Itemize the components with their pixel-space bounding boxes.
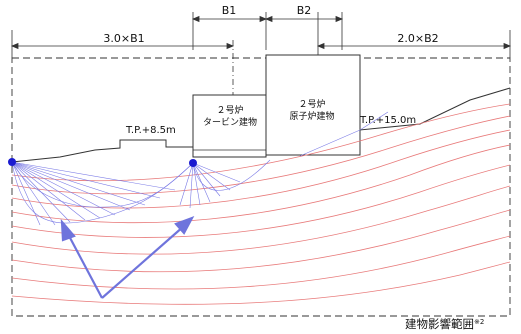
slip-fan-left xyxy=(11,161,194,226)
reactor-building xyxy=(265,54,361,156)
elevation-label-left: T.P.+8.5m xyxy=(125,125,176,136)
footnote: 建物影響範囲※2 xyxy=(405,316,484,332)
slip-fan-right xyxy=(179,111,389,209)
dimension-lines xyxy=(10,12,512,50)
elevation-label-right: T.P.+15.0m xyxy=(359,115,416,126)
pivot-point-right xyxy=(189,159,197,167)
b2-label: B2 xyxy=(297,4,312,17)
reactor-building-label-1: ２号炉 xyxy=(298,98,325,110)
footnote-mark: ※2 xyxy=(474,318,485,326)
reactor-building-label-2: 原子炉建物 xyxy=(289,110,334,122)
turbine-building-label-2: タービン建物 xyxy=(203,116,257,128)
pivot-point-left xyxy=(8,158,16,166)
influence-range-frame xyxy=(11,57,511,317)
right-range-label: 2.0×B2 xyxy=(397,32,438,45)
pointer-arrows xyxy=(60,215,195,299)
turbine-building-label-1: ２号炉 xyxy=(216,104,243,116)
footnote-text: 建物影響範囲 xyxy=(405,317,474,331)
b1-label: B1 xyxy=(222,4,237,17)
left-range-label: 3.0×B1 xyxy=(103,32,144,45)
